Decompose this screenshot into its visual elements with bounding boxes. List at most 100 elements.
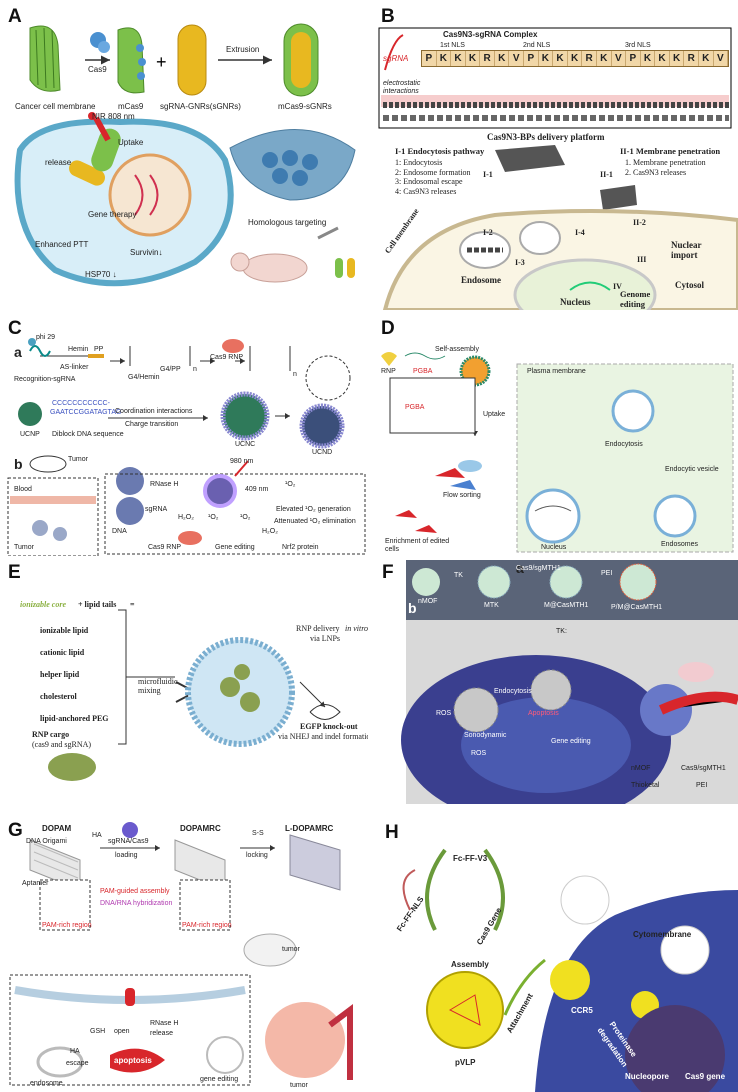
b-penetration-title: II-1 Membrane penetration xyxy=(620,146,721,156)
g-tumor: tumor xyxy=(282,946,300,953)
panel-label-f: F xyxy=(382,562,394,583)
g-release: release xyxy=(150,1030,173,1037)
f-endocytosis: Endocytosis xyxy=(494,688,532,695)
b-endocytosis-step: 3: Endosomal escape xyxy=(395,177,463,186)
c-o2b: ¹O₂ xyxy=(240,514,251,521)
b-cytosol: Cytosol xyxy=(675,280,704,290)
b-sequence-residue: K xyxy=(553,51,568,66)
panel-label-a: A xyxy=(8,6,22,27)
c-charge: Charge transition xyxy=(125,421,179,428)
b-sequence-residue: K xyxy=(655,51,670,66)
b-sequence-residue: K xyxy=(568,51,583,66)
f-mtk: MTK xyxy=(484,602,499,609)
d-self-assembly: Self-assembly xyxy=(435,346,479,353)
g-pam-guided: PAM-guided assembly xyxy=(100,888,170,895)
c-coordination: Coordination interactions xyxy=(115,408,193,415)
f-gene-editing: Gene editing xyxy=(551,738,591,745)
g-dopam: DOPAM xyxy=(42,824,72,833)
g-escape: escape xyxy=(66,1060,89,1067)
g-tumor2: tumor xyxy=(290,1082,308,1089)
b-sequence-residue: V xyxy=(612,51,627,66)
c-ucnd: UCND xyxy=(312,449,333,456)
a-sgrnagnr-label: sgRNA-GNRs(sGNRs) xyxy=(160,102,241,111)
d-nucleus: Nucleus xyxy=(541,544,567,551)
f-ros2: ROS xyxy=(471,750,487,757)
g-dna-rna: DNA/RNA hybridization xyxy=(100,900,173,907)
a-nir-label: NIR 808 nm xyxy=(92,112,135,121)
c-seq2: GAATCCGGATAGTAG xyxy=(50,409,122,416)
a-extrusion-label: Extrusion xyxy=(226,45,260,54)
b-i3: I-3 xyxy=(515,258,525,267)
e-header-c: = xyxy=(130,600,135,609)
b-complex-label: Cas9N3-sgRNA Complex xyxy=(443,30,538,39)
b-sequence-residue: K xyxy=(495,51,510,66)
d-plasma: Plasma membrane xyxy=(527,368,586,375)
b-penetration-step: 1. Membrane penetration xyxy=(625,158,706,167)
h-assembly: Assembly xyxy=(451,960,489,969)
c-o2c: ¹O₂ xyxy=(285,481,296,488)
c-409: 409 nm xyxy=(245,486,269,493)
c-as-linker: AS-linker xyxy=(60,364,89,371)
panel-f: F a b nMOF TK Cas9/sgMTH1 PEI MTK M@CasM… xyxy=(376,560,738,804)
g-locking: locking xyxy=(246,852,268,859)
panel-c-illustration xyxy=(7,338,366,556)
e-rnp-cargo: RNP cargo xyxy=(32,730,70,739)
d-enrichment: Enrichment of edited cells xyxy=(385,538,450,554)
b-i1: I-1 xyxy=(483,170,493,179)
g-apoptosis: apoptosis xyxy=(114,1056,152,1065)
g-gene-editing: gene editing xyxy=(200,1076,239,1083)
panel-b: B Cas9N3-sgRNA Complex sgRNA 1st NLS 2nd… xyxy=(375,0,738,310)
c-h2o2: H₂O₂ xyxy=(178,514,194,521)
c-seq1: CCCCCCCCCCC- xyxy=(52,400,110,407)
g-doparc: DOPAMRC xyxy=(180,824,221,833)
b-genome-editing: Genome editing xyxy=(620,289,651,309)
f-ros: ROS xyxy=(436,710,452,717)
panel-e-illustration xyxy=(48,609,341,781)
g-gsh: GSH xyxy=(90,1028,106,1035)
f-pmcas: P/M@CasMTH1 xyxy=(611,604,663,611)
f-sub-b: b xyxy=(408,600,417,616)
c-hemin: Hemin xyxy=(68,346,89,353)
b-sequence-residue: K xyxy=(539,51,554,66)
c-sub-a: a xyxy=(14,344,22,360)
a-hsp70-label: HSP70 ↓ xyxy=(85,270,117,279)
b-nls3-label: 3rd NLS xyxy=(625,42,651,49)
b-sgrna-label: sgRNA xyxy=(383,54,409,63)
e-nhej: via NHEJ and indel formation xyxy=(278,732,368,741)
e-via-lnps: via LNPs xyxy=(310,634,340,643)
panel-g: G DOPAM HA DNA Origami Aptamer sgRNA/Cas… xyxy=(0,810,368,1092)
b-sequence-residue: P xyxy=(422,51,437,66)
a-uptake-label: Uptake xyxy=(118,138,144,147)
c-cas9rnp: Cas9 RNP xyxy=(210,354,244,361)
d-endocytosis: Endocytosis xyxy=(605,441,643,448)
c-rnaseh: RNase H xyxy=(150,481,179,488)
b-nls2-label: 2nd NLS xyxy=(523,42,551,49)
c-dna: DNA xyxy=(112,528,127,535)
e-microfluidic: microfluidic mixing xyxy=(138,677,178,696)
b-iii: III xyxy=(637,255,647,264)
d-endosomes: Endosomes xyxy=(661,541,698,548)
g-pam-region2: PAM-rich region xyxy=(182,922,232,929)
b-endocytosis-title: I-1 Endocytosis pathway xyxy=(395,146,485,156)
f-mcas: M@CasMTH1 xyxy=(544,602,589,609)
b-endocytosis-step: 1: Endocytosis xyxy=(395,158,443,167)
b-platform-label: Cas9N3-BPs delivery platform xyxy=(487,132,605,142)
c-sgrna: sgRNA xyxy=(145,506,168,513)
e-lipid-item: cholesterol xyxy=(40,692,77,701)
c-h2o2b: H₂O₂ xyxy=(262,528,278,535)
b-penetration-step: 2. Cas9N3 releases xyxy=(625,167,687,177)
a-gene-therapy-label: Gene therapy xyxy=(88,210,137,219)
g-ss: S-S xyxy=(252,830,264,837)
panel-b-illustration xyxy=(378,27,738,310)
e-lipid-item: lipid-anchored PEG xyxy=(40,714,109,723)
b-endosome: Endosome xyxy=(461,275,502,285)
c-diblock: Diblock DNA sequence xyxy=(52,431,124,438)
c-o2: ¹O₂ xyxy=(208,514,219,521)
c-recognition: Recognition-sgRNA xyxy=(14,376,76,383)
c-n2: n xyxy=(293,371,297,378)
a-mcas9-label: mCas9 xyxy=(118,102,144,111)
f-apoptosis: Apoptosis xyxy=(528,710,559,717)
panel-d: D RNP PGBA Self-assembly PGBA Uptake Pla… xyxy=(375,316,738,556)
c-ucnc: UCNC xyxy=(235,441,256,448)
